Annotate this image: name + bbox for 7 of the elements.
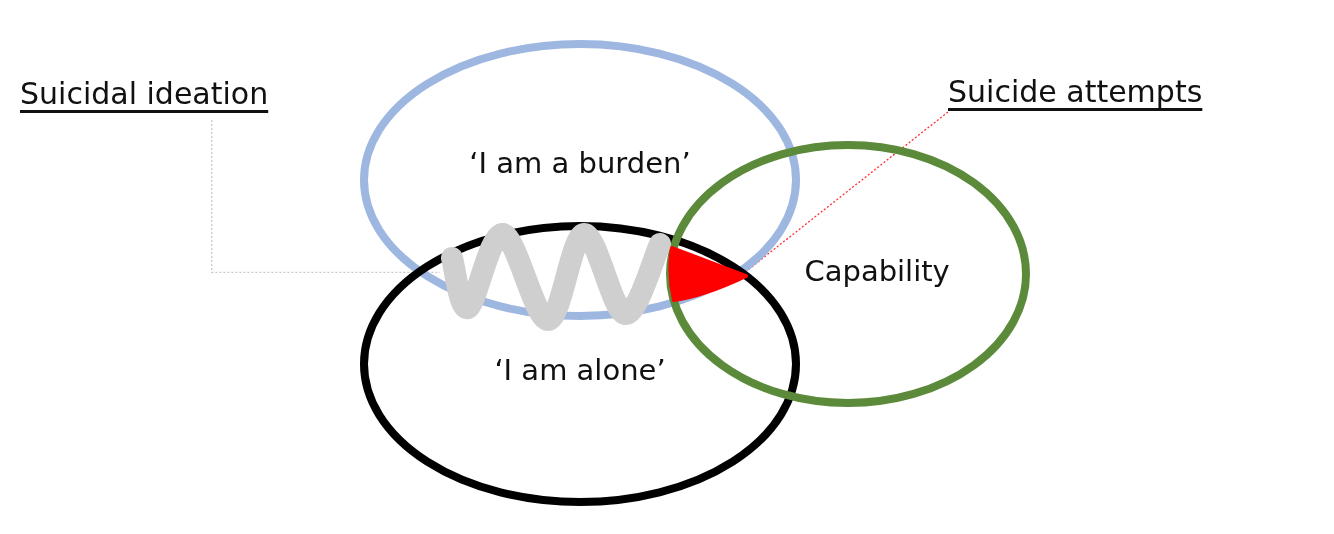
ellipse-label: Capability	[804, 254, 950, 289]
heading-label: Suicide attempts	[948, 74, 1204, 109]
squiggle-line	[440, 222, 672, 334]
ellipse-label: ‘I am alone’	[494, 352, 666, 387]
heading-label: Suicidal ideation	[20, 76, 270, 111]
ellipse-label: ‘I am a burden’	[469, 146, 691, 181]
leader-line	[211, 119, 441, 274]
